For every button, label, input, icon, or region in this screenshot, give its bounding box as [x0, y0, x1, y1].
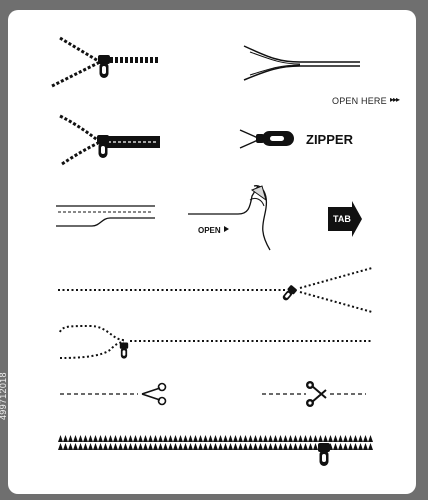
dotted-zipper-curve-icon	[59, 324, 372, 359]
zipper-open-lines-icon	[243, 45, 360, 81]
open-here-arrows-icon: ▸▸▸	[390, 95, 400, 104]
open-label: OPEN	[198, 226, 221, 235]
zigzag-zipper-icon	[58, 435, 373, 466]
stock-id: 499712018	[0, 372, 8, 420]
tab-arrow-icon	[328, 201, 362, 237]
zipper-pull-small-icon	[239, 129, 294, 149]
stitched-tear-strip-icon	[56, 205, 155, 227]
tab-label: TAB	[333, 214, 351, 224]
scissors-cut-line-icon	[60, 381, 366, 407]
open-here-label: OPEN HERE	[332, 96, 387, 106]
zipper-label: ZIPPER	[306, 132, 353, 147]
peel-corner-icon	[188, 185, 271, 251]
artboard	[8, 10, 416, 494]
zipper-diagonal-icon	[51, 36, 158, 88]
dotted-zipper-split-icon	[58, 267, 373, 313]
zipper-pull-stitched-icon	[59, 114, 160, 166]
